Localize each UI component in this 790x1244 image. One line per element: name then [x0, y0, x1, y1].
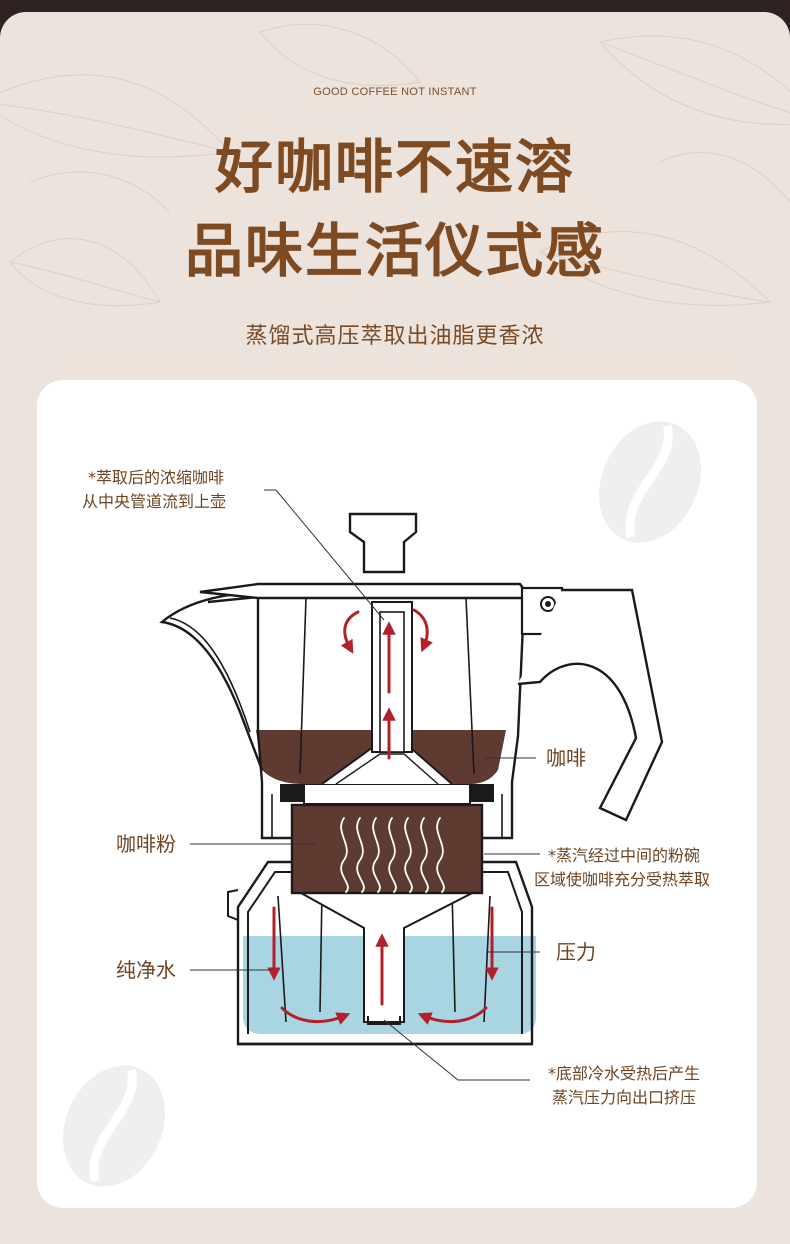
label-steam-note-line-1: *蒸汽经过中间的粉碗: [548, 846, 701, 865]
label-coffee-powder: 咖啡粉: [116, 832, 176, 856]
label-steam-note-line-2: 区域使咖啡充分受热萃取: [534, 870, 711, 889]
label-extract-note-line-2: 从中央管道流到上壶: [82, 492, 227, 511]
flow-arrows: [267, 608, 499, 1025]
subtitle: 蒸馏式高压萃取出油脂更香浓: [245, 324, 545, 349]
coffee-bean-icon: [62, 1065, 166, 1187]
tagline: GOOD COFFEE NOT INSTANT: [313, 86, 477, 98]
coffee-bean-icon: [598, 421, 702, 543]
label-pure-water: 纯净水: [116, 958, 176, 982]
label-extract-note-line-1: *萃取后的浓缩咖啡: [88, 468, 225, 487]
label-pressure: 压力: [556, 940, 596, 964]
page-sheet: GOOD COFFEE NOT INSTANT 好咖啡不速溶 品味生活仪式感 蒸…: [0, 12, 790, 1244]
pot-middle-section: [260, 782, 514, 895]
label-coffee: 咖啡: [546, 746, 586, 770]
moka-pot-diagram: [62, 421, 702, 1187]
label-bottom-note-line-1: *底部冷水受热后产生: [548, 1064, 701, 1083]
leader-lines: [190, 489, 540, 1081]
headline-line-2: 品味生活仪式感: [184, 217, 605, 285]
leaf-pattern-background: [0, 23, 790, 307]
label-bottom-note-line-2: 蒸汽压力向出口挤压: [552, 1088, 697, 1107]
headline-line-1: 好咖啡不速溶: [214, 133, 575, 201]
pot-upper-chamber: [159, 512, 664, 822]
